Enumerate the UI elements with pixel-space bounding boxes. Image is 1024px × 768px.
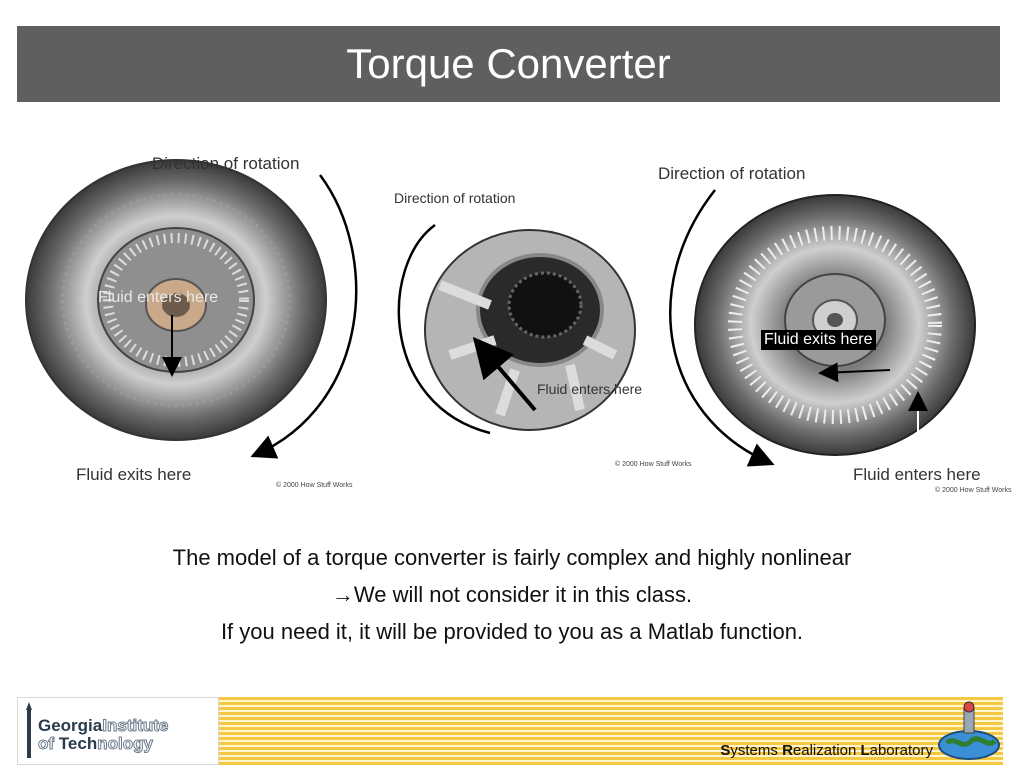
middle-rotation-label: Direction of rotation [394, 190, 516, 206]
right-exits-label: Fluid exits here [761, 330, 876, 350]
lab-name: Systems Realization Laboratory [720, 742, 933, 759]
right-rotation-label: Direction of rotation [658, 164, 806, 183]
title-bar: Torque Converter [17, 26, 1000, 102]
middle-enters-label: Fluid enters here [537, 381, 643, 397]
georgia-tech-logo: GeorgiaInstitute of Technology [17, 697, 219, 765]
middle-converter-image [397, 223, 636, 435]
left-enters-label: Fluid enters here [98, 289, 219, 306]
body-line-1: The model of a torque converter is fairl… [172, 545, 852, 570]
footer-banner: GeorgiaInstitute of Technology Systems R… [17, 697, 1003, 765]
slide-title: Torque Converter [346, 40, 671, 87]
body-line-2: →We will not consider it in this class. [331, 582, 693, 607]
left-converter-image [25, 159, 358, 459]
lab-logo-icon [938, 701, 1000, 760]
logo-line-1: GeorgiaInstitute [38, 716, 169, 736]
left-exits-label: Fluid exits here [76, 465, 192, 484]
logo-line-2: of Technology [38, 734, 154, 754]
middle-copyright: © 2000 How Stuff Works [615, 461, 692, 468]
body-line-3: If you need it, it will be provided to y… [220, 619, 804, 644]
right-copyright: © 2000 How Stuff Works [935, 487, 1012, 494]
footer-stripes [219, 697, 1003, 765]
right-enters-label: Fluid enters here [853, 465, 981, 484]
torque-converter-figure: Direction of rotation Fluid enters here … [0, 105, 1024, 505]
left-copyright: © 2000 How Stuff Works [276, 482, 353, 489]
right-converter-image [669, 189, 976, 467]
tower-icon [26, 702, 32, 758]
left-rotation-label: Direction of rotation [152, 154, 300, 173]
